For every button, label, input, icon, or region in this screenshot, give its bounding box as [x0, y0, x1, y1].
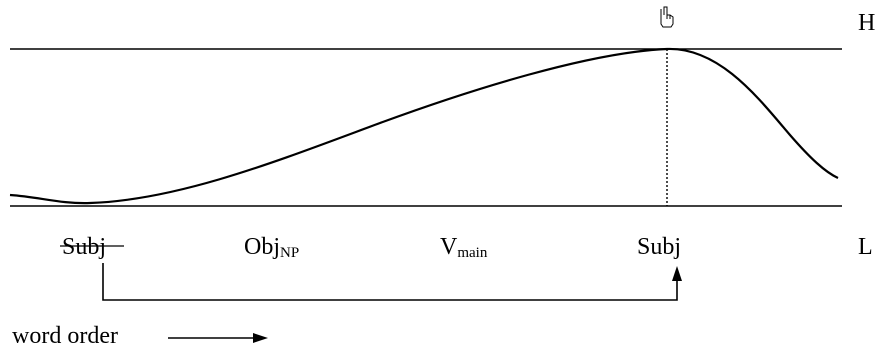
word-order-arrowhead — [253, 333, 268, 343]
movement-arrowhead — [672, 266, 682, 281]
word-order-label: word order — [12, 323, 118, 349]
low-label: L — [858, 234, 873, 260]
verb-label: Vmain — [440, 234, 488, 261]
verb-subscript: main — [457, 245, 487, 261]
subj-crossed-label: Subj — [62, 234, 106, 260]
high-label: H — [858, 10, 875, 36]
movement-arrow — [102, 263, 678, 301]
obj-subscript: NP — [280, 245, 299, 261]
verb-text: V — [440, 234, 458, 260]
subj-label: Subj — [637, 234, 681, 260]
obj-text: Obj — [244, 234, 280, 260]
pointing-hand-icon — [660, 6, 674, 28]
contour-curve — [9, 47, 839, 205]
obj-label: ObjNP — [244, 234, 299, 261]
